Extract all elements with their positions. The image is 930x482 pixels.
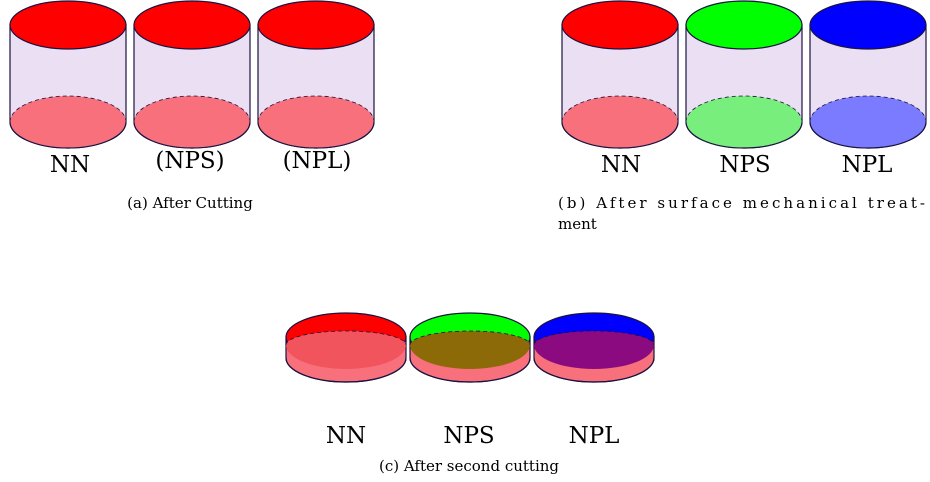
label-nn: NN (50, 152, 90, 178)
cylinder-bottom-front-edge (257, 121, 375, 149)
cylinder-bottom-surface (10, 96, 126, 148)
label-nps: NPS (719, 152, 770, 178)
cylinder-top-surface (809, 0, 927, 50)
caption-a: (a) After Cutting (127, 194, 253, 212)
cylinder-bottom-surface (258, 96, 374, 148)
cylinder-bottom-surface (562, 96, 678, 148)
panel-b-cylinder-nn (561, 0, 679, 149)
panel-a-cylinder-nn (9, 0, 127, 149)
cylinder-hidden-edge (533, 330, 655, 346)
cylinder-hidden-edge (285, 330, 407, 346)
cylinder-bottom-surface (810, 96, 926, 148)
cylinder-bottom-front-edge (809, 121, 927, 149)
cylinder-bottom-front-edge (685, 121, 803, 149)
cylinder-inner-overlap (410, 331, 530, 369)
cylinder-bottom-front-edge (533, 357, 655, 383)
panel-a-cylinder-nps (133, 0, 251, 149)
cylinder-inner-overlap (286, 331, 406, 369)
label-npl: NPL (842, 152, 893, 178)
panel-c-cylinder-npl (533, 312, 655, 383)
cylinder-bottom-surface (686, 96, 802, 148)
panel-b: NN NPS NPL (b) After surface mechanical … (558, 0, 927, 233)
panel-c-cylinder-nn (285, 312, 407, 383)
label-npl: (NPL) (283, 148, 352, 174)
cylinder-top-surface (561, 0, 679, 50)
panel-c: NN NPS NPL (c) After second cutting (285, 312, 655, 475)
label-nps: NPS (443, 423, 494, 449)
cylinder-top-surface (257, 0, 375, 50)
panel-c-cylinder-nps (409, 312, 531, 383)
panel-b-cylinder-npl (809, 0, 927, 149)
cylinder-top-surface (133, 0, 251, 50)
label-nn: NN (601, 152, 641, 178)
cylinder-top-surface (685, 0, 803, 50)
cylinder-top-surface (9, 0, 127, 50)
caption-b-line1: (b) After surface mechanical treat- (558, 194, 925, 212)
label-npl: NPL (569, 423, 620, 449)
caption-b-line2: ment (558, 215, 597, 233)
cylinder-inner-overlap (534, 331, 654, 369)
panel-b-cylinder-nps (685, 0, 803, 149)
caption-c: (c) After second cutting (379, 457, 559, 475)
panel-a-cylinder-npl (257, 0, 375, 149)
cylinder-bottom-front-edge (285, 357, 407, 383)
cylinder-hidden-edge (409, 330, 531, 346)
cylinder-bottom-front-edge (133, 121, 251, 149)
cylinder-bottom-surface (134, 96, 250, 148)
panel-a: NN (NPS) (NPL) (a) After Cutting (9, 0, 375, 212)
cylinder-bottom-front-edge (9, 121, 127, 149)
cylinder-bottom-front-edge (409, 357, 531, 383)
cylinder-bottom-front-edge (561, 121, 679, 149)
label-nps: (NPS) (155, 148, 224, 174)
label-nn: NN (326, 423, 366, 449)
